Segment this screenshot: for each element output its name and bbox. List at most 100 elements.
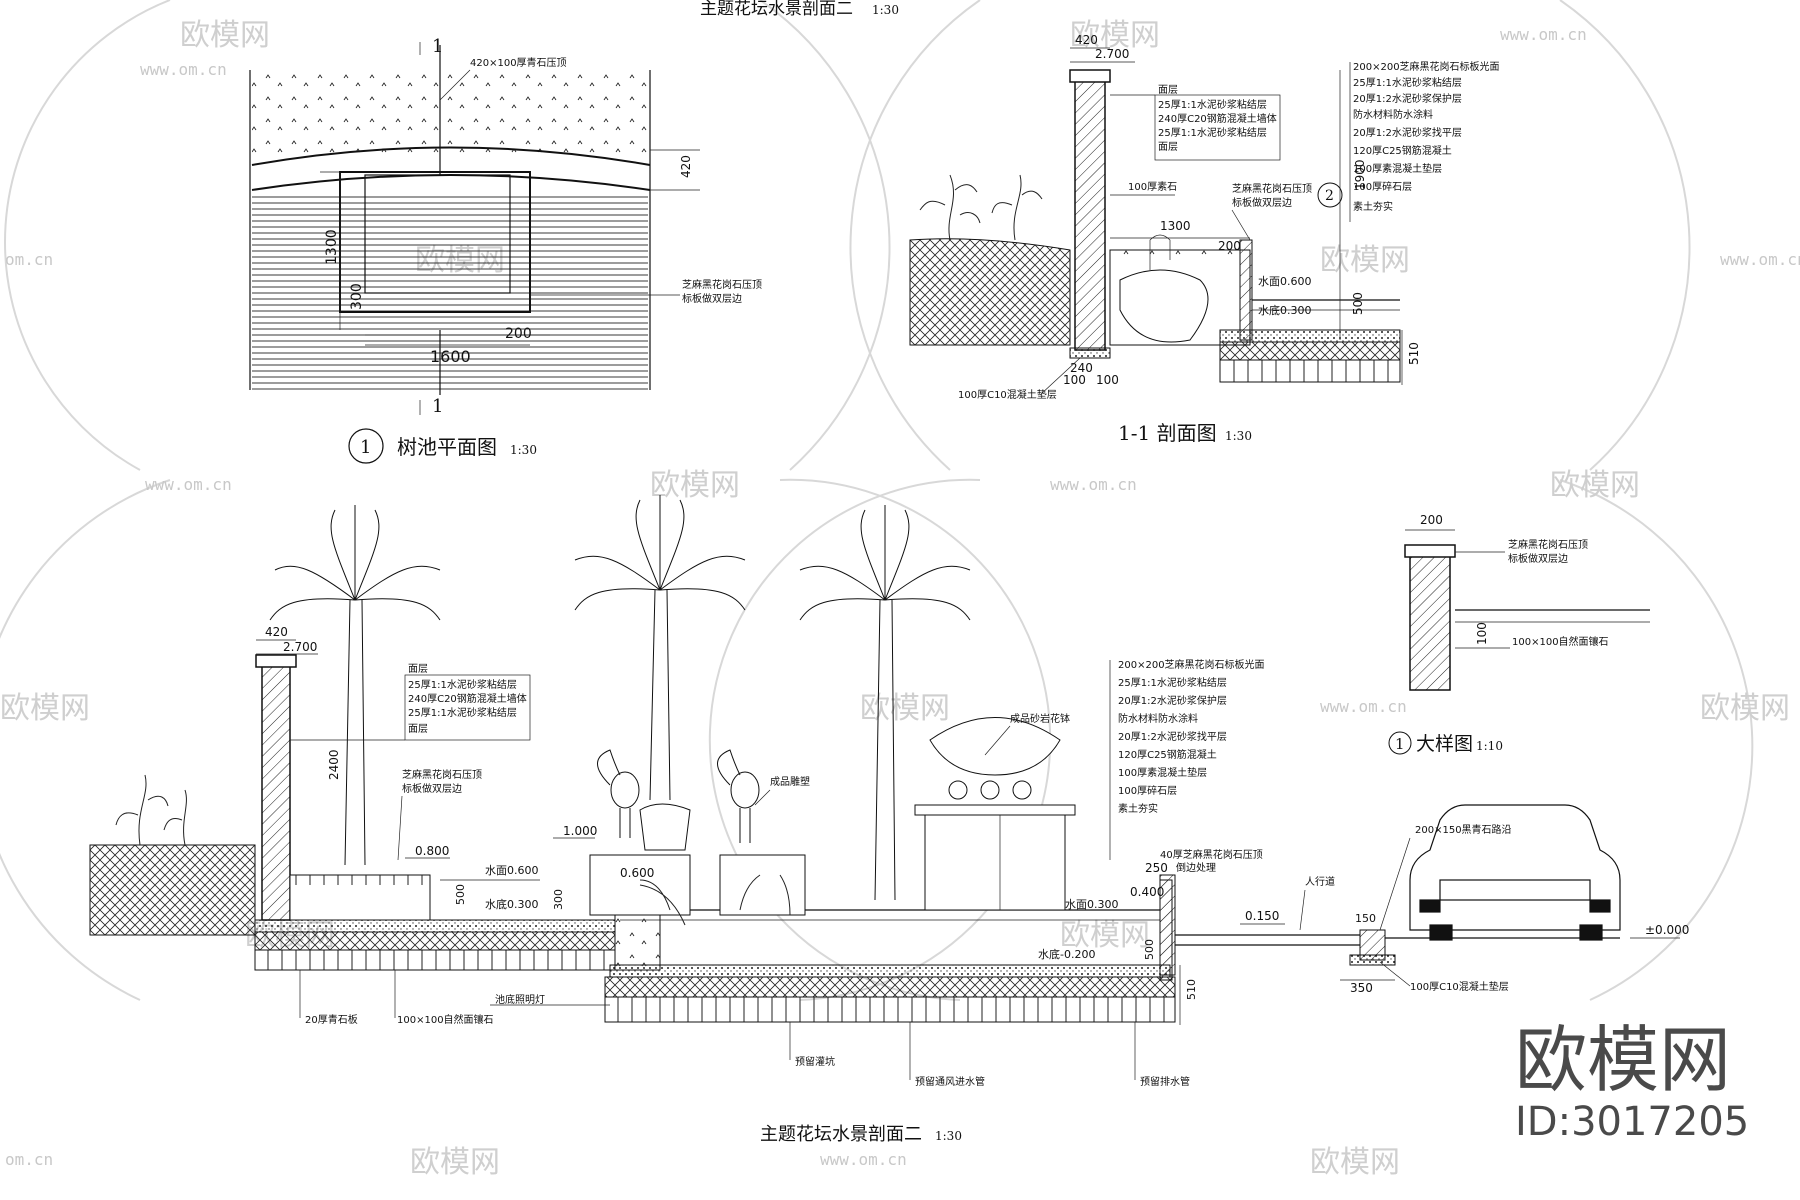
plan-dim-200: 200 bbox=[505, 326, 532, 342]
s11-dim-100b: 100 bbox=[1096, 373, 1119, 387]
watermark-brand: 欧模网 bbox=[1070, 18, 1160, 53]
shrub bbox=[919, 174, 1043, 241]
top-scale: 1:30 bbox=[872, 3, 899, 17]
s2-pool-layer-3: 防水材料防水涂料 bbox=[1118, 712, 1198, 725]
detail-view: 200 100 芝麻黑花岗石压顶 标板做双层边 100×100自然面镶石 1 大… bbox=[1388, 513, 1650, 755]
s11-wall-layer-2: 240厚C20钢筋混凝土墙体 bbox=[1158, 112, 1277, 125]
plan-dim-1600: 1600 bbox=[430, 347, 471, 366]
s2-elev-0000: ±0.000 bbox=[1645, 923, 1689, 937]
s11-dim-1300: 1300 bbox=[1160, 219, 1191, 233]
s2-note-cap-right: 40厚芝麻黑花岗石压顶 bbox=[1160, 848, 1263, 861]
s2-note-base: 100厚C10混凝土垫层 bbox=[1410, 980, 1509, 993]
palm-tree bbox=[574, 495, 746, 801]
watermark-brand: 欧模网 bbox=[860, 691, 950, 726]
s11-wall-layer-4: 面层 bbox=[1158, 141, 1178, 153]
s11-pool-layer-1: 25厚1:1水泥砂浆粘结层 bbox=[1353, 76, 1462, 89]
s2-elev-2700: 2.700 bbox=[283, 640, 317, 654]
watermark-brand: 欧模网 bbox=[1700, 691, 1790, 726]
s2-note-pipe1: 预留灌坑 bbox=[795, 1055, 835, 1068]
car-illustration bbox=[1409, 804, 1621, 941]
s2-pool-layer-6: 100厚素混凝土垫层 bbox=[1118, 766, 1207, 779]
s11-pool-layers: 200×200芝麻黑花岗石标板光面 25厚1:1水泥砂浆粘结层 20厚1:2水泥… bbox=[1349, 60, 1500, 222]
id-text: ID:3017205 bbox=[1515, 1099, 1749, 1145]
watermark-url: www.om.cn bbox=[1320, 697, 1407, 716]
detail-circle bbox=[1388, 731, 1412, 755]
detail-scale: 1:10 bbox=[1476, 739, 1503, 753]
s11-water-level: 水面0.600 bbox=[1258, 275, 1312, 288]
s2-pool-layers: 200×200芝麻黑花岗石标板光面 25厚1:1水泥砂浆粘结层 20厚1:2水泥… bbox=[1109, 658, 1265, 860]
s2-note-sculpture: 成品雕塑 bbox=[770, 775, 810, 788]
s11-pool-layer-6: 100厚素混凝土垫层 bbox=[1353, 162, 1442, 175]
s2-pool-layer-8: 素土夯实 bbox=[1118, 802, 1158, 815]
s2-pool-layer-5: 120厚C25钢筋混凝土 bbox=[1118, 748, 1217, 761]
watermark-url: www.om.cn bbox=[145, 475, 232, 494]
plan-note-right: 芝麻黑花岗石压顶 bbox=[682, 278, 762, 291]
s2-elev-1000: 1.000 bbox=[563, 824, 597, 838]
s11-pool-layer-4: 20厚1:2水泥砂浆找平层 bbox=[1353, 126, 1462, 139]
s2-dim-2400: 2400 bbox=[327, 749, 341, 780]
s11-circle bbox=[1317, 182, 1343, 208]
bottom-scale: 1:30 bbox=[935, 1129, 962, 1143]
s11-title: 1-1 剖面图 bbox=[1118, 421, 1217, 445]
main-section: 420 2.700 2400 0.800 1.000 水面0.600 水底0.3… bbox=[89, 495, 1689, 1145]
s11-wall-layers: 面层 25厚1:1水泥砂浆粘结层 240厚C20钢筋混凝土墙体 25厚1:1水泥… bbox=[1110, 84, 1281, 161]
s11-note-base: 100厚C10混凝土垫层 bbox=[958, 388, 1057, 401]
plan-note-top: 420×100厚青石压顶 bbox=[470, 56, 567, 69]
cherub-sculpture bbox=[597, 749, 760, 843]
watermark-brand: 欧模网 bbox=[410, 1145, 500, 1180]
s2-pool-layer-2: 20厚1:2水泥砂浆保护层 bbox=[1118, 694, 1227, 707]
s11-elev-2700: 2.700 bbox=[1095, 47, 1129, 61]
s2-note-cap: 芝麻黑花岗石压顶 bbox=[402, 768, 482, 781]
s2-wall-layer-1: 25厚1:1水泥砂浆粘结层 bbox=[408, 678, 517, 691]
plan-number: 1 bbox=[360, 437, 371, 458]
s11-note-gravel: 100厚素石 bbox=[1128, 180, 1177, 193]
s2-pool-layer-1: 25厚1:1水泥砂浆粘结层 bbox=[1118, 676, 1227, 689]
palm-tree bbox=[799, 505, 971, 901]
s2-note-cap2: 标板做双层边 bbox=[402, 782, 462, 795]
watermark-brand: 欧模网 bbox=[1060, 918, 1150, 953]
bottom-title: 主题花坛水景剖面二 bbox=[760, 1124, 922, 1145]
detail-note2: 标板做双层边 bbox=[1508, 552, 1568, 565]
s11-pool-layer-3: 防水材料防水涂料 bbox=[1353, 108, 1433, 121]
tree-pit-plan: 1 1 420×100厚青石压顶 1300 300 200 1600 420 芝… bbox=[249, 36, 762, 464]
plan-number-circle bbox=[348, 428, 384, 464]
s2-note-cap-right2: 倒边处理 bbox=[1176, 862, 1216, 874]
plan-dim-420: 420 bbox=[679, 155, 693, 178]
section-mark-top: 1 bbox=[432, 36, 443, 57]
s11-pool-layer-8: 素土夯实 bbox=[1353, 200, 1393, 213]
s2-dim-500b: 500 bbox=[1143, 939, 1156, 960]
s11-wall-layer-3: 25厚1:1水泥砂浆粘结层 bbox=[1158, 126, 1267, 139]
watermark-url: www.om.cn bbox=[140, 60, 227, 79]
s11-dim-510: 510 bbox=[1407, 342, 1421, 365]
s2-note-curb: 200×150黑青石路沿 bbox=[1415, 823, 1512, 836]
detail-note1: 芝麻黑花岗石压顶 bbox=[1508, 538, 1588, 551]
s11-dim-1900: 1900 bbox=[1353, 159, 1367, 190]
s11-dim-420: 420 bbox=[1075, 33, 1098, 47]
s11-note-cap: 芝麻黑花岗石压顶 bbox=[1232, 182, 1312, 195]
s2-wall-layer-3: 25厚1:1水泥砂浆粘结层 bbox=[408, 706, 517, 719]
plan-scale: 1:30 bbox=[510, 443, 537, 457]
s2-elev-0600: 0.600 bbox=[620, 866, 654, 880]
watermark-url: www.om.cn bbox=[820, 1150, 907, 1169]
s2-wall-layer-0: 面层 bbox=[408, 663, 428, 675]
shrub bbox=[115, 774, 187, 846]
s2-elev-0400: 0.400 bbox=[1130, 885, 1164, 899]
s2-note-light: 池底照明灯 bbox=[495, 993, 545, 1006]
brand-stamp: 欧模网 ID:3017205 bbox=[1515, 1018, 1749, 1145]
plan-dim-1300: 1300 bbox=[324, 229, 340, 265]
section-1-1: 420 2.700 1300 200 1900 500 510 240 100 … bbox=[909, 33, 1500, 445]
s11-note-cap2: 标板做双层边 bbox=[1232, 196, 1292, 209]
s2-dim-300: 300 bbox=[552, 889, 565, 910]
s2-wall-layers: 面层 25厚1:1水泥砂浆粘结层 240厚C20钢筋混凝土墙体 25厚1:1水泥… bbox=[290, 663, 531, 741]
s2-water-bottom-b: 水底-0.200 bbox=[1038, 947, 1095, 961]
s2-pool-layer-4: 20厚1:2水泥砂浆找平层 bbox=[1118, 730, 1227, 743]
plan-title: 树池平面图 bbox=[397, 435, 497, 459]
s2-dim-420: 420 bbox=[265, 625, 288, 639]
s11-scale: 1:30 bbox=[1225, 429, 1252, 443]
s2-pool-layer-0: 200×200芝麻黑花岗石标板光面 bbox=[1118, 658, 1265, 671]
s11-circle-num: 2 bbox=[1325, 188, 1334, 204]
watermark-brand: 欧模网 bbox=[650, 468, 740, 503]
s2-dim-350: 350 bbox=[1350, 981, 1373, 995]
s11-dim-100a: 100 bbox=[1063, 373, 1086, 387]
